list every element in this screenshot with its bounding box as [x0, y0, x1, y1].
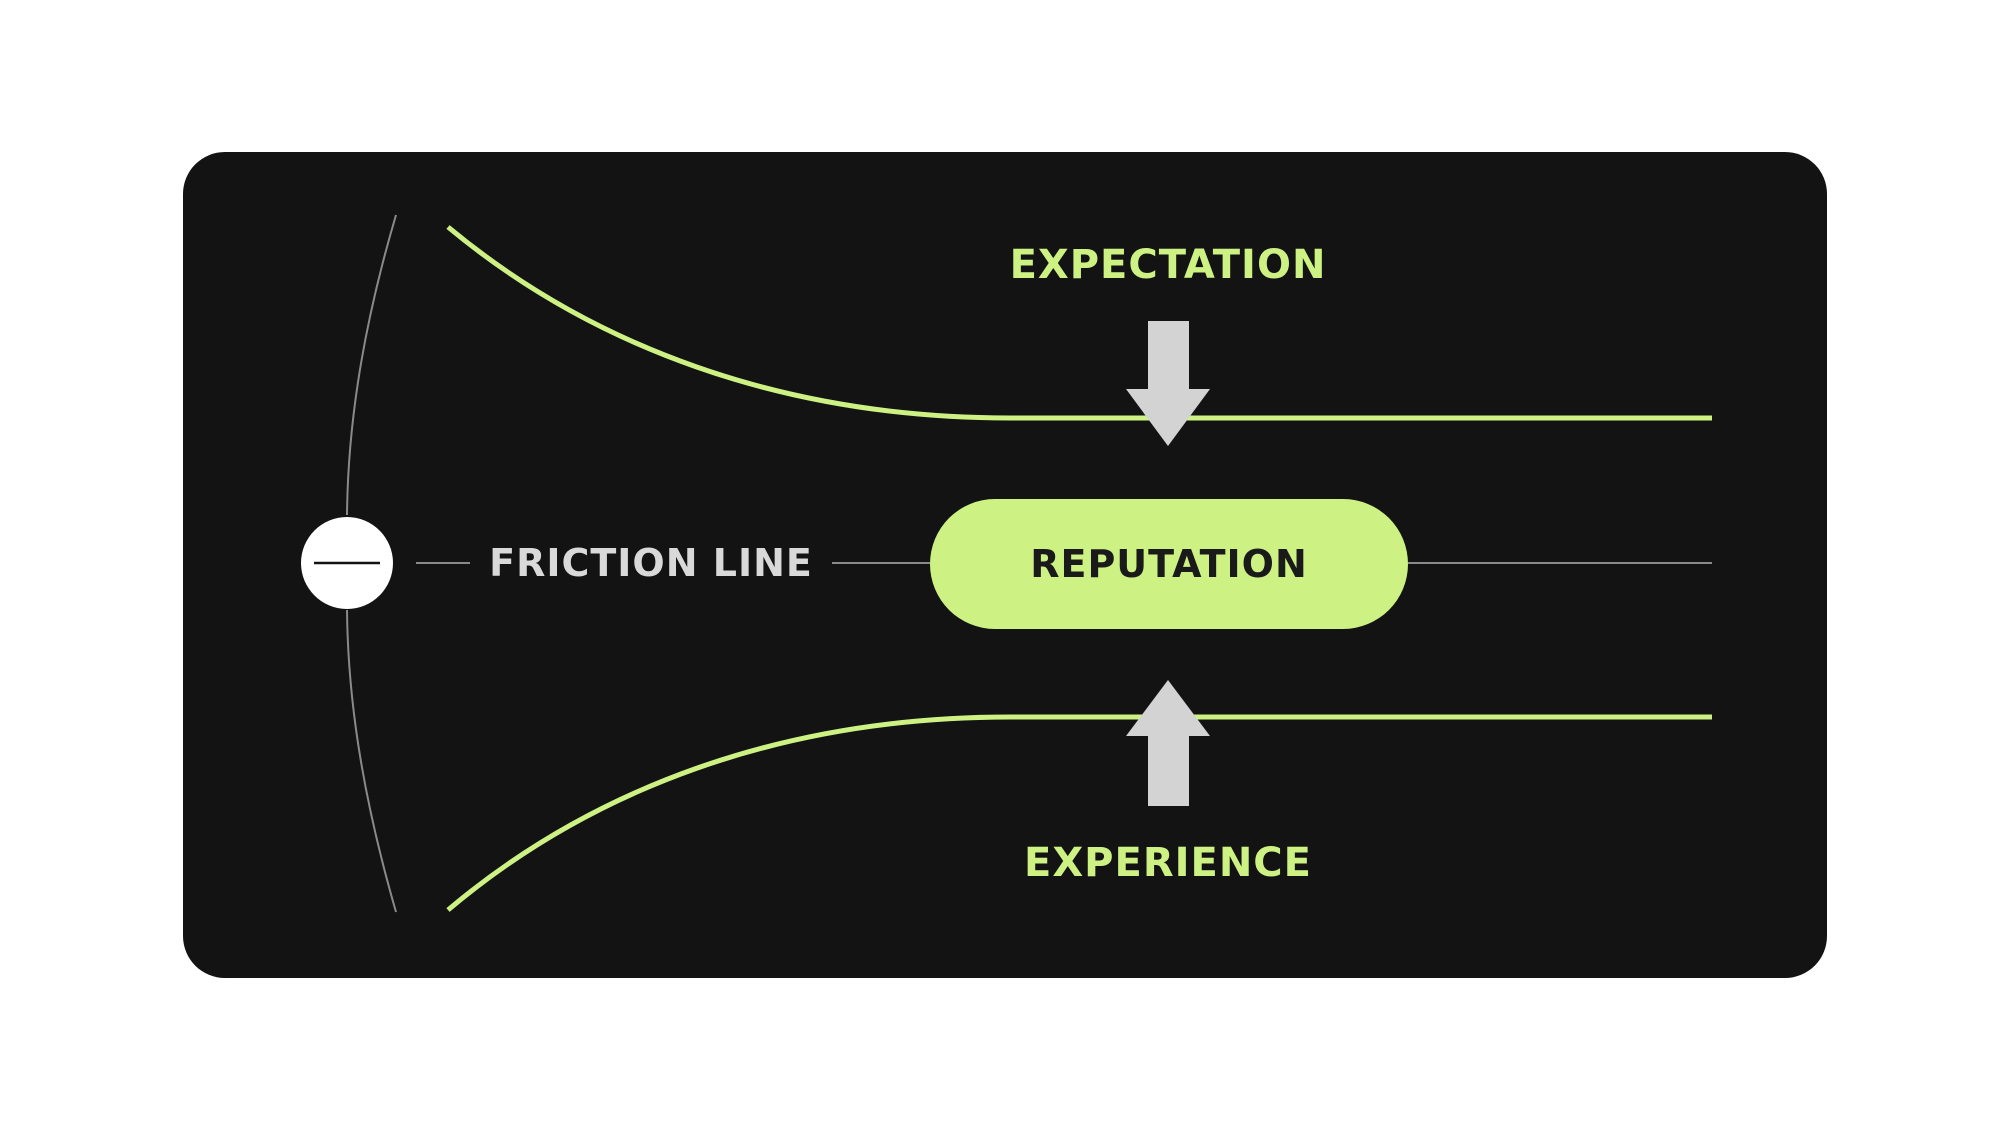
arrow-up-icon [1126, 680, 1210, 806]
arrow-down-icon [1126, 321, 1210, 446]
expectation-boundary-line [446, 225, 1712, 421]
friction-line-label: FRICTION LINE [489, 541, 813, 585]
experience-label: EXPERIENCE [1024, 840, 1312, 886]
minus-circle-icon [301, 517, 393, 609]
expectation-label: EXPECTATION [1010, 242, 1327, 288]
reputation-pill [930, 499, 1408, 629]
experience-boundary-line [446, 714, 1712, 912]
reputation-label: REPUTATION [1030, 542, 1308, 586]
friction-arc-lower [346, 609, 397, 913]
friction-arc-upper [346, 214, 397, 516]
